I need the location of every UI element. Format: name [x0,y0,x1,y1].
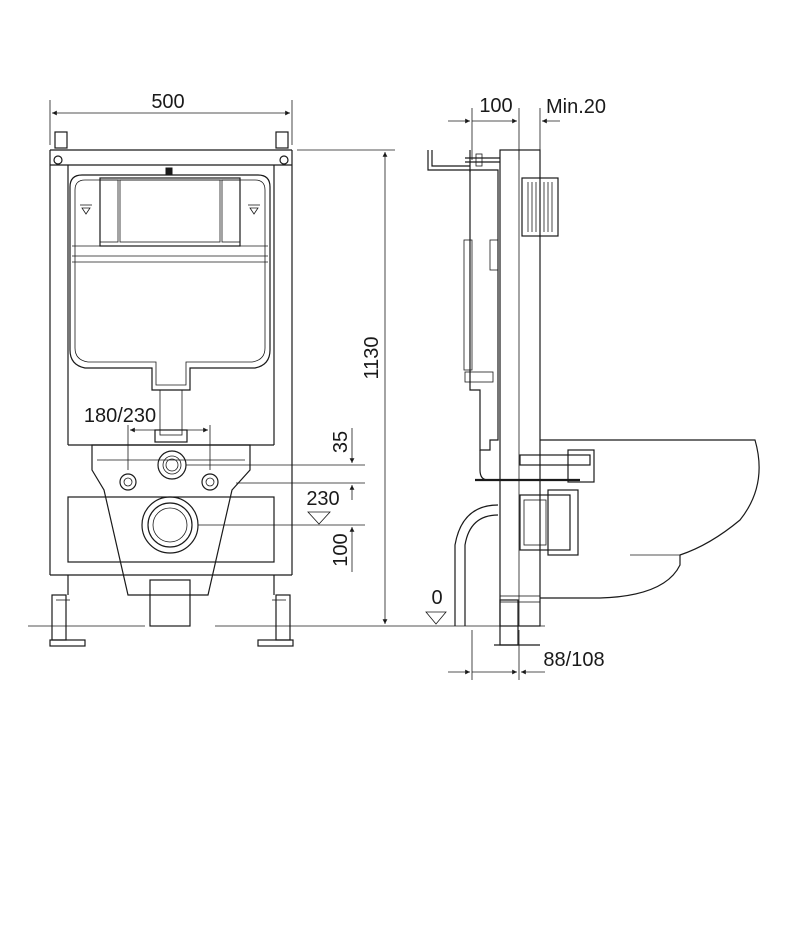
floor-level-marker: 0 [425,587,447,625]
flush-plate-side [521,177,559,237]
dim-inlet-offset-label: 35 [330,431,352,453]
dim-wall-clearance-label: Min.20 [546,96,606,118]
dim-outlet-height: 230 [198,488,365,526]
frame-side [499,149,541,627]
dim-depth-top-label: 100 [479,95,512,117]
top-brackets [50,131,292,151]
side-view: 100 Min.20 [427,95,760,680]
dim-frame-width-label: 500 [151,91,184,113]
dim-inlet-offset: 35 [186,428,365,500]
dim-inlet-spacing: 180/230 [84,405,211,470]
dim-depth-bottom-label: 88/108 [543,649,604,671]
bowl-mounting-plate [67,444,275,627]
dim-frame-height-label: 1130 [361,336,383,379]
frame-legs [49,574,294,647]
toilet-bowl-side [540,439,760,599]
side-legs [494,595,541,646]
wall-hook [427,150,500,172]
connection-pipes [454,449,595,626]
dim-outlet-drop: 100 [330,527,355,572]
dim-outlet-height-label: 230 [306,488,339,510]
dim-frame-height: 1130 [297,149,395,624]
dim-outlet-drop-label: 100 [330,533,352,566]
front-view: 500 [28,91,452,647]
cistern-side [463,169,499,481]
floor-level-label: 0 [431,587,442,609]
dim-depth-bottom: 88/108 [448,630,605,680]
dim-frame-width: 500 [49,91,293,145]
dim-depth-top: 100 Min.20 [448,95,606,160]
cistern [69,167,271,443]
dim-inlet-spacing-label: 180/230 [84,405,156,427]
